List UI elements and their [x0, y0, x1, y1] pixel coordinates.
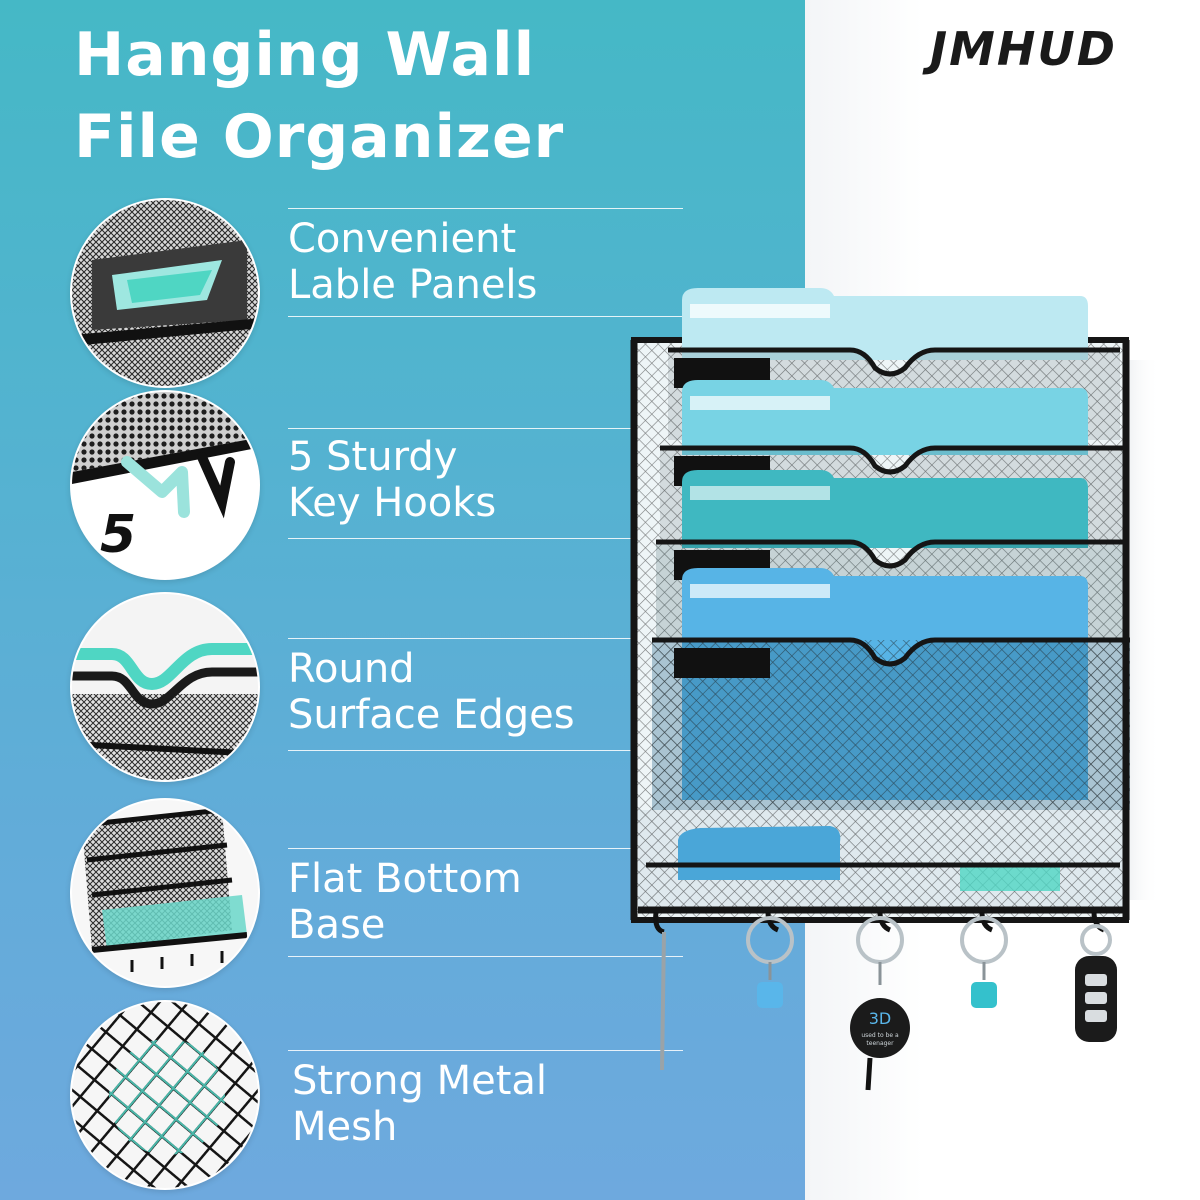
flat-base-icon	[70, 798, 260, 988]
feature-text: Strong Metal Mesh	[292, 1058, 547, 1150]
round-edge-icon	[70, 592, 260, 782]
feature-metal-mesh: Strong Metal Mesh	[70, 1000, 683, 1195]
tag-text-1: 3D	[869, 1009, 892, 1028]
wall-file-organizer-image: 3D used to be a teenager	[620, 280, 1160, 1100]
key-hook-1	[653, 911, 666, 1071]
feature-line-2: Mesh	[292, 1104, 398, 1150]
key-hook-3: 3D used to be a teenager	[850, 911, 910, 1091]
key-hook-2	[746, 911, 794, 1008]
divider	[288, 750, 683, 751]
feature-flat-base: Flat Bottom Base	[70, 798, 683, 993]
feature-line-2: Lable Panels	[288, 262, 538, 308]
divider	[288, 208, 683, 209]
feature-line-2: Key Hooks	[288, 480, 497, 526]
feature-label-panels: Convenient Lable Panels	[70, 198, 683, 393]
feature-key-hooks: 5 5 Sturdy Key Hooks	[70, 390, 683, 585]
feature-line-2: Surface Edges	[288, 692, 575, 738]
feature-line-1: Round	[288, 646, 415, 692]
feature-text: 5 Sturdy Key Hooks	[288, 434, 496, 526]
feature-line-1: 5 Sturdy	[288, 434, 458, 480]
file-folder-3	[682, 470, 1088, 548]
hook-count-badge: 5	[100, 505, 136, 565]
file-folder-1	[682, 288, 1088, 360]
key-hook-4	[960, 911, 1008, 1008]
divider	[288, 538, 683, 539]
divider	[288, 956, 683, 957]
metal-mesh-icon	[70, 1000, 260, 1190]
mesh-pocket-4	[652, 637, 1130, 810]
file-folder-2	[682, 380, 1088, 455]
divider	[288, 428, 683, 429]
key-hook-5	[1075, 911, 1117, 1042]
brand-logo: JMHUD	[930, 22, 1117, 76]
feature-round-edges: Round Surface Edges	[70, 592, 683, 787]
key-hook-icon: 5	[70, 390, 260, 580]
divider	[288, 638, 683, 639]
feature-line-2: Base	[288, 902, 386, 948]
tag-text-3: teenager	[866, 1040, 894, 1047]
divider	[288, 848, 683, 849]
feature-line-1: Strong Metal	[292, 1058, 547, 1104]
feature-text: Convenient Lable Panels	[288, 216, 537, 308]
title-line-2: File Organizer	[74, 102, 565, 172]
keychain-tag	[850, 998, 910, 1058]
stapler	[678, 826, 841, 880]
tag-text-2: used to be a	[861, 1032, 899, 1039]
feature-line-1: Convenient	[288, 216, 517, 262]
divider	[288, 1050, 683, 1051]
label-panel-icon	[70, 198, 260, 388]
feature-text: Flat Bottom Base	[288, 856, 522, 948]
bottom-tray	[638, 810, 1124, 914]
title-line-1: Hanging Wall	[74, 20, 536, 90]
feature-line-1: Flat Bottom	[288, 856, 522, 902]
page-title: Hanging Wall File Organizer	[74, 14, 674, 178]
feature-text: Round Surface Edges	[288, 646, 575, 738]
divider	[288, 316, 683, 317]
